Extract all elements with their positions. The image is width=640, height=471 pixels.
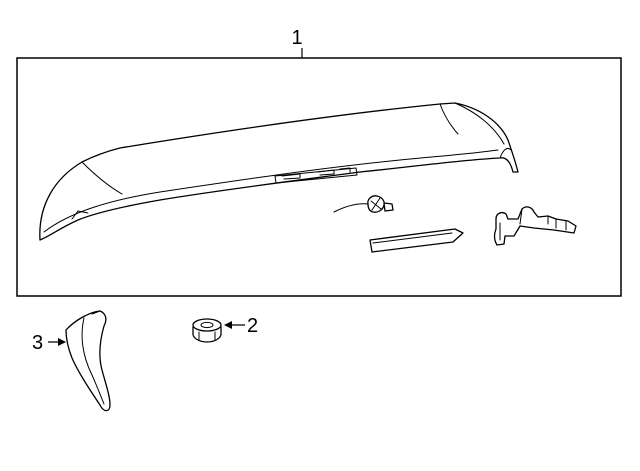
callout-1-label: 1: [291, 27, 302, 49]
side-cover: [65, 310, 111, 412]
spoiler: [39, 102, 519, 241]
washer-nozzle: [333, 195, 394, 213]
callout-3-label: 3: [32, 332, 43, 354]
assembly-box: [16, 57, 622, 297]
wiring-harness: [493, 206, 577, 246]
callout-2-label: 2: [247, 315, 258, 337]
lamp-lens: [369, 228, 464, 253]
nut: [192, 318, 222, 343]
